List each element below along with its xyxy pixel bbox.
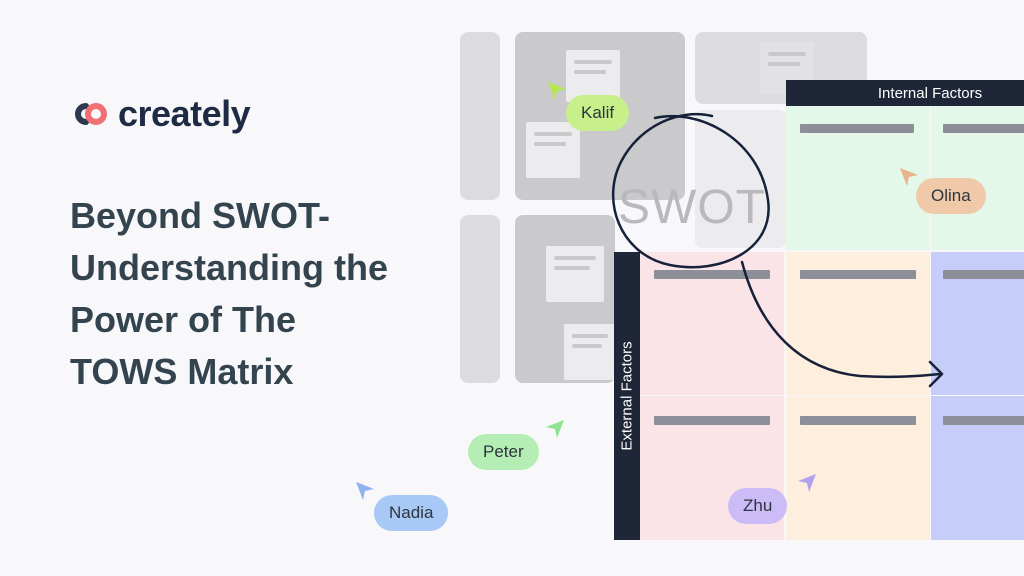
cursor-arrow-icon [548,82,566,100]
collaborator-badge: Nadia [374,495,449,531]
swot-label: SWOT [618,181,766,234]
matrix-cell [786,396,930,540]
placeholder-bar [654,416,770,425]
wireframe-column [460,215,500,383]
matrix-cell-wt [931,252,1024,395]
placeholder-bar [943,124,1024,133]
collaborator-badge: Kalif [566,95,630,131]
placeholder-bar [800,270,916,279]
brand-name: creately [118,93,251,134]
matrix-cell [931,396,1024,540]
title-line: TOWS Matrix [70,351,294,392]
placeholder-bar [800,124,914,133]
placeholder-bar [943,416,1024,425]
external-factors-header: External Factors [614,252,640,540]
collaborator-badge: Olina [916,178,986,214]
wireframe-panel [695,110,787,248]
wireframe-column [460,32,500,200]
matrix-cell-st [640,252,784,395]
title-line: Understanding the [70,247,389,288]
creately-logo[interactable]: creately [70,93,251,134]
title-line: Beyond SWOT- [70,195,330,236]
cursor-arrow-icon [356,482,374,500]
placeholder-bar [654,270,770,279]
cursor-arrow-icon [798,474,816,492]
sticky-note [526,122,580,178]
sticky-note [546,246,604,302]
cursor-arrow-icon [546,420,564,438]
collaborator-badge: Peter [468,434,539,470]
collaborator-badge: Zhu [728,488,788,524]
cursor-arrow-icon [900,168,918,186]
arrow-head-icon [928,360,944,388]
sticky-note [566,50,620,102]
matrix-cell-ot [786,252,930,395]
placeholder-bar [800,416,916,425]
internal-factors-header: Internal Factors [786,80,1024,106]
creately-logo-icon [75,103,107,125]
title-line: Power of The [70,299,297,340]
scribble-circle [612,112,770,269]
curved-arrow-line [740,260,942,379]
page-title: Beyond SWOT- Understanding the Power of … [70,190,440,398]
sticky-note [564,324,616,380]
placeholder-bar [943,270,1024,279]
